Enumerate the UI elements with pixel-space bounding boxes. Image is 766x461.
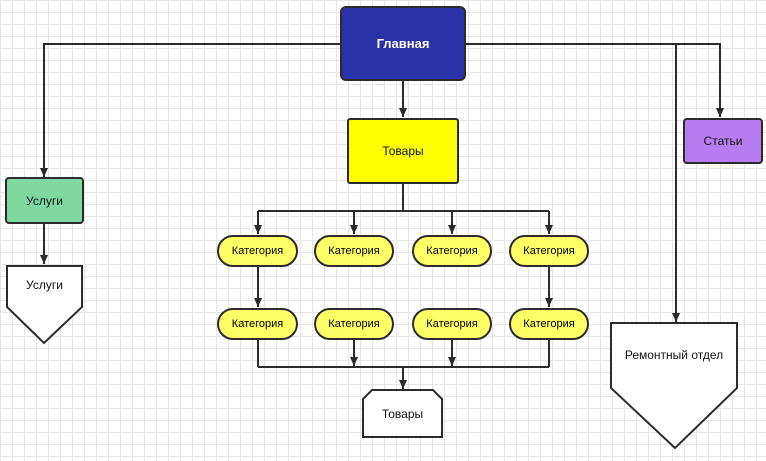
category-label: Категория [426, 318, 478, 330]
category-label: Категория [231, 318, 284, 330]
category-label: Категория [426, 245, 478, 257]
category-r2-4[interactable]: Категория [509, 308, 589, 340]
category-r1-2[interactable]: Категория [314, 235, 394, 267]
repair-shape[interactable] [610, 322, 738, 450]
category-r2-3[interactable]: Категория [412, 308, 492, 340]
edge-main-repair [466, 43, 680, 322]
node-services[interactable]: Услуги [5, 177, 84, 224]
goods-bottom-label: Товары [381, 407, 424, 421]
edge-main-articles [466, 43, 724, 117]
services-page-shape[interactable] [6, 265, 83, 345]
category-label: Категория [523, 245, 575, 257]
services-page-label: Услуги [26, 278, 63, 292]
category-r2-1[interactable]: Категория [217, 308, 298, 340]
category-label: Категория [328, 245, 380, 257]
category-label: Категория [523, 318, 575, 330]
category-label: Категория [328, 318, 380, 330]
category-r1-1[interactable]: Категория [217, 235, 298, 267]
edge-main-services [40, 43, 340, 177]
node-goods-label: Товары [382, 144, 424, 158]
repair-label: Ремонтный отдел [624, 348, 724, 362]
category-r1-4[interactable]: Категория [509, 235, 589, 267]
category-label: Категория [231, 245, 284, 257]
connectors [40, 43, 724, 389]
node-main-label: Главная [376, 36, 430, 51]
node-articles-label: Статьи [703, 134, 743, 148]
node-services-label: Услуги [26, 193, 63, 208]
node-goods[interactable]: Товары [347, 118, 459, 184]
category-r1-3[interactable]: Категория [412, 235, 492, 267]
node-main[interactable]: Главная [340, 6, 466, 81]
category-r2-2[interactable]: Категория [314, 308, 394, 340]
goods-bottom-shape[interactable] [362, 389, 443, 438]
node-articles[interactable]: Статьи [683, 118, 763, 164]
